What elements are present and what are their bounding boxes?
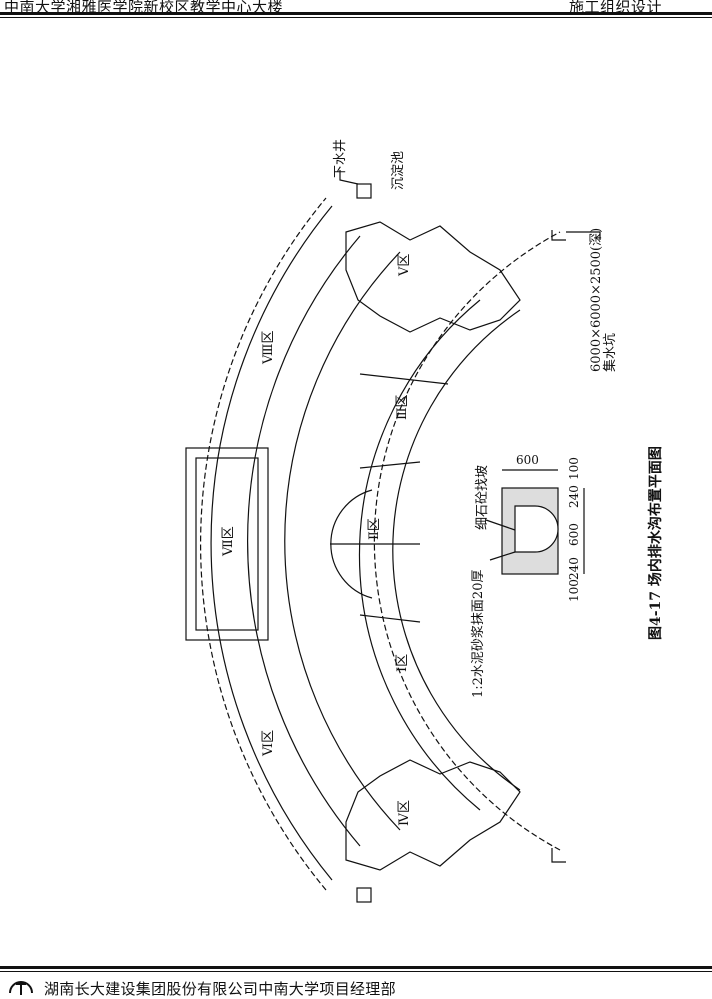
section-slope-leader xyxy=(485,519,516,531)
section-bottom-dim-4: 240 xyxy=(567,485,581,508)
zone-label-vi: Ⅵ区 xyxy=(261,730,276,757)
company-logo-icon xyxy=(9,981,33,995)
section-mortar-label: 1:2水泥砂浆抹面20厚 xyxy=(471,570,486,698)
inner-band-outer xyxy=(358,299,481,811)
figure-caption: 图4-17 场内排水沟布置平面图 xyxy=(647,446,664,640)
zone-label-iv: Ⅳ区 xyxy=(397,800,412,826)
outer-drain-line xyxy=(200,197,327,891)
section-bottom-dim-1: 100 xyxy=(567,579,581,602)
inner-drain-line xyxy=(373,231,561,851)
zone-label-viii: Ⅷ区 xyxy=(261,331,276,365)
section-top-dim-label: 600 xyxy=(516,453,539,467)
outer-drain-line-inner xyxy=(210,205,333,881)
zone-iv-block xyxy=(345,759,521,871)
sump-leader xyxy=(566,231,601,240)
zone-label-v: Ⅴ区 xyxy=(397,254,412,277)
section-bottom-dim-2: 240 xyxy=(567,557,581,580)
outer-band-outer xyxy=(247,235,361,847)
section-bottom-dim-5: 100 xyxy=(567,457,581,480)
footer-company: 湖南长大建设集团股份有限公司中南大学项目经理部 xyxy=(44,980,396,998)
section-mortar-leader xyxy=(489,551,516,561)
zone-label-iii: Ⅲ区 xyxy=(395,394,410,420)
manhole-leader xyxy=(339,170,359,185)
zone-vii-box-inner xyxy=(195,457,259,631)
divider-3 xyxy=(359,373,449,385)
footer-rule-thick xyxy=(0,966,712,969)
header-rule-thin xyxy=(0,17,712,18)
header-rule-thick xyxy=(0,12,712,15)
section-bottom-dim-3: 600 xyxy=(567,523,581,546)
zone-label-i: Ⅰ区 xyxy=(395,654,410,672)
zone-v-block xyxy=(345,221,521,333)
zone-vii-box xyxy=(185,447,269,641)
manhole-box-top xyxy=(356,183,372,199)
footer-rule-thin xyxy=(0,971,712,972)
manhole-box-bottom xyxy=(356,887,372,903)
section-channel xyxy=(514,505,559,553)
manhole-label: 下水井 xyxy=(333,139,348,178)
zone-label-ii: Ⅱ区 xyxy=(367,518,382,540)
divider-2 xyxy=(359,461,421,469)
page-header: 中南大学湘雅医学院新校区教学中心大楼 施工组织设计 xyxy=(0,0,712,18)
zone-label-vii: Ⅶ区 xyxy=(221,526,236,557)
sump-top xyxy=(551,230,566,241)
divider-1 xyxy=(359,614,421,623)
section-slope-label: 细石砼找坡 xyxy=(475,465,490,530)
settling-tank-label: 沉淀池 xyxy=(391,151,406,190)
sump-label: 集水坑 xyxy=(602,333,618,372)
outer-band-inner xyxy=(284,251,401,831)
sump-dims-label: 6000×6000×2500(深) xyxy=(589,228,604,372)
inner-band-inner xyxy=(392,309,521,791)
sump-bottom xyxy=(551,848,566,863)
